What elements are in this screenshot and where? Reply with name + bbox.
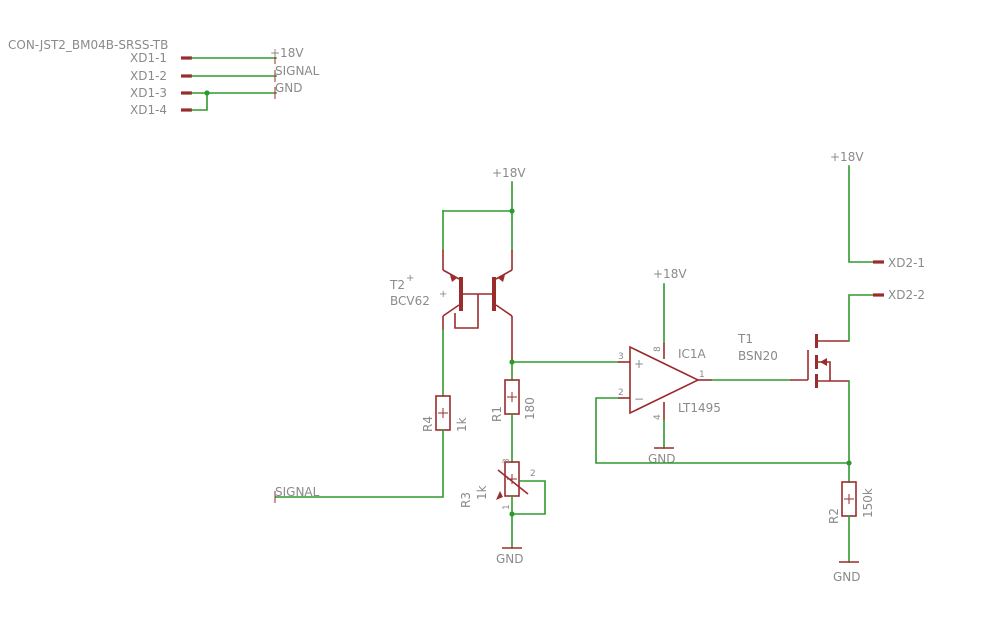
r1-value: 180 — [523, 397, 537, 420]
opamp-body — [629, 345, 700, 415]
t1-value: BSN20 — [738, 349, 778, 363]
net-label-18v: +18V — [270, 46, 304, 60]
t1-body-arrow — [820, 358, 827, 366]
connector-pin-4: XD1-4 — [130, 103, 167, 117]
gnd-label-opamp: GND — [648, 452, 676, 466]
connector-pin-3: XD1-3 — [130, 86, 167, 100]
net-label-gnd: GND — [275, 81, 303, 95]
gnd-label-r2: GND — [833, 570, 861, 584]
opamp-pin1-label: 1 — [699, 370, 705, 380]
r4-value: 1k — [455, 417, 469, 432]
opamp-minus-sign: − — [634, 392, 644, 406]
r2-value: 150k — [861, 488, 875, 518]
r4-ref: R4 — [421, 416, 435, 432]
r3-ref: R3 — [459, 492, 473, 508]
t1-body-link — [818, 361, 831, 381]
wire-r3-wiper — [511, 480, 546, 515]
r3-pin-2: 2 — [530, 469, 536, 479]
junction-source-feedback — [846, 460, 852, 466]
opamp-pin3-label: 3 — [618, 352, 624, 362]
opamp-plus-sign: + — [634, 357, 644, 371]
opamp-ref: IC1A — [678, 347, 707, 361]
connector-pin-2: XD1-2 — [130, 69, 167, 83]
r2-ref: R2 — [827, 508, 841, 524]
r3-pin-3: 3 — [502, 458, 512, 464]
resistor-r1: R1 180 — [490, 379, 537, 422]
t2-value: BCV62 — [390, 294, 430, 308]
potentiometer-r3: R3 1k 3 2 1 — [459, 458, 536, 510]
r1-ref: R1 — [490, 406, 504, 422]
transistor-t2-right — [492, 250, 513, 360]
wire-gnd-bridge — [191, 92, 208, 111]
opamp-value: LT1495 — [678, 401, 721, 415]
r3-pin-1: 1 — [502, 504, 512, 510]
t1-channel-2 — [815, 355, 818, 369]
opamp-pin2-label: 2 — [618, 388, 624, 398]
wire-feedback — [595, 397, 850, 464]
t1-channel-3 — [815, 374, 818, 388]
connector-pin-1: XD1-1 — [130, 51, 167, 65]
mosfet-t1: T1 BSN20 — [737, 332, 849, 388]
current-mirror: +18V T2 BCV62 + + — [389, 166, 526, 397]
junction-gnd-bridge — [204, 90, 210, 96]
supply-label-output: +18V — [830, 150, 864, 164]
opamp-pin8-label: 8 — [653, 346, 663, 352]
connector-xd2: +18V XD2-1 XD2-2 — [830, 150, 925, 342]
signal-label: SIGNAL — [275, 485, 320, 499]
xd2-pin-2: XD2-2 — [888, 288, 925, 302]
connector-xd1: CON-JST2_BM04B-SRSS-TB XD1-1 XD1-2 XD1-3… — [8, 38, 320, 117]
supply-label-mirror: +18V — [492, 166, 526, 180]
connector-title: CON-JST2_BM04B-SRSS-TB — [8, 38, 168, 52]
resistor-r4: R4 1k SIGNAL — [274, 395, 469, 503]
opamp-pin4-label: 4 — [653, 414, 663, 420]
transistor-t2-left — [442, 250, 463, 330]
net-label-signal: SIGNAL — [275, 64, 320, 78]
wire-18v-xd2 — [848, 165, 874, 263]
gnd-label-r3: GND — [496, 552, 524, 566]
xd2-pin-1: XD2-1 — [888, 256, 925, 270]
opamp-ic1a: +18V + − 3 2 8 4 1 IC1A LT1495 GND — [595, 267, 850, 466]
wire-r4-to-signal — [275, 429, 444, 498]
mirror-base-diode-link — [454, 294, 479, 329]
t2-plus-mark-1: + — [406, 273, 414, 284]
supply-label-opamp: +18V — [653, 267, 687, 281]
t2-plus-mark-2: + — [439, 289, 447, 300]
t1-ref: T1 — [737, 332, 753, 346]
resistor-r2: R2 150k GND — [827, 380, 875, 584]
junction-r3-gnd — [509, 511, 515, 517]
t2-ref: T2 — [389, 278, 405, 292]
t1-channel-1 — [815, 334, 818, 348]
wire-drain-xd2 — [848, 294, 874, 342]
sense-chain: R1 180 R3 1k 3 2 1 GND — [459, 359, 619, 566]
r3-value: 1k — [475, 485, 489, 500]
